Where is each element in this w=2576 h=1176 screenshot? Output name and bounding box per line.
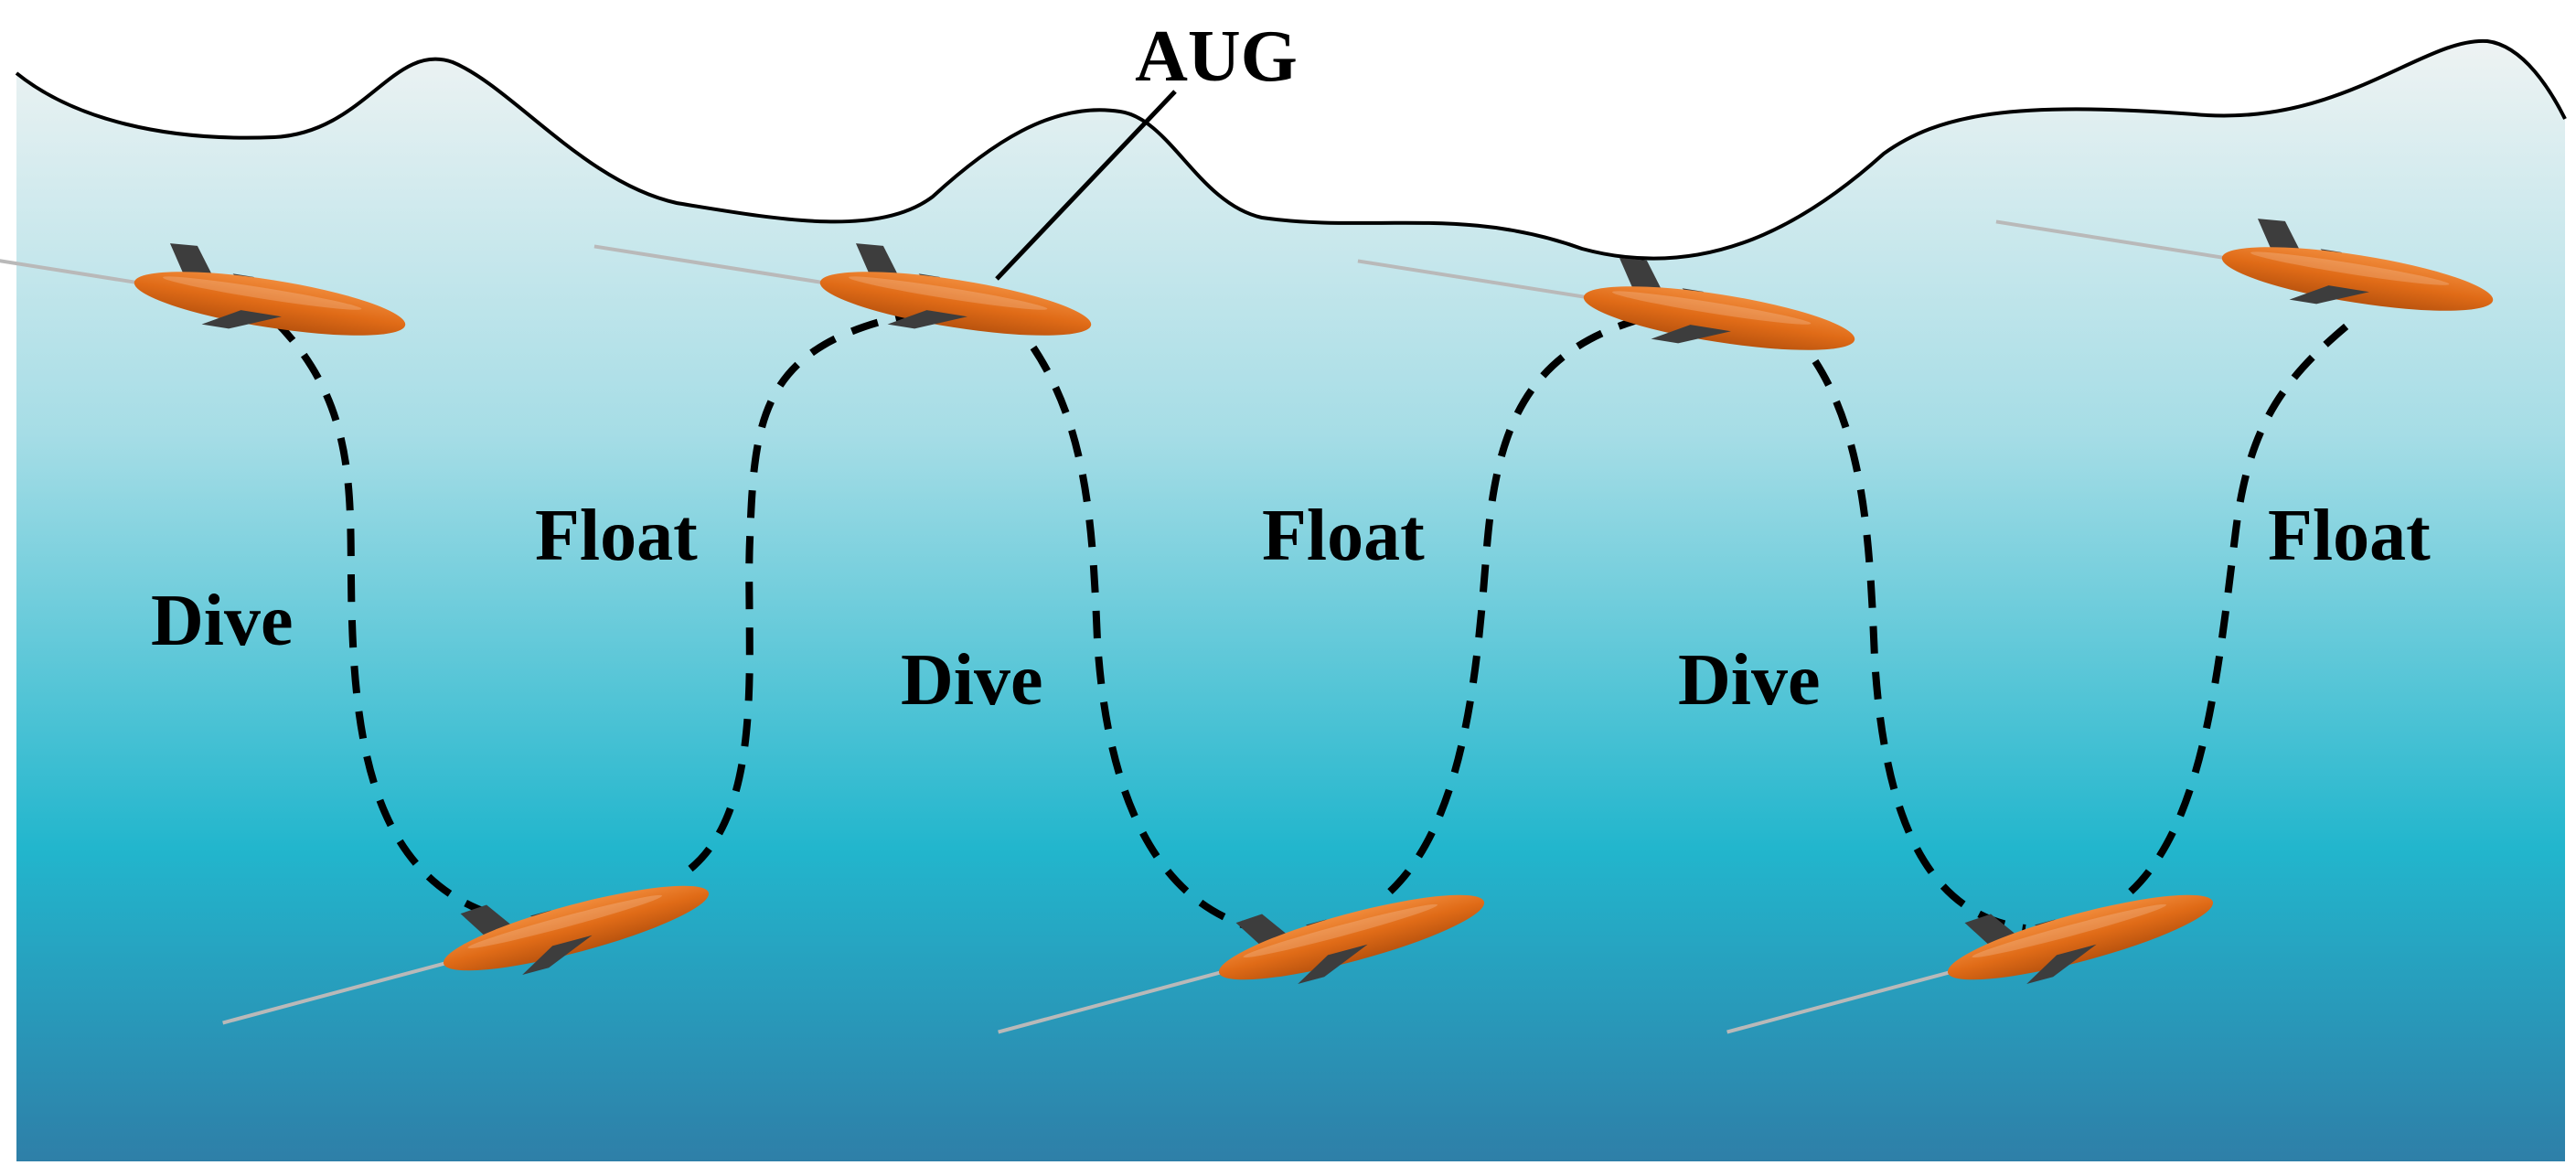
water-body <box>16 40 2565 1161</box>
dive-trajectory-3 <box>1812 358 2026 932</box>
dive-label-3: Dive <box>1678 640 1821 721</box>
float-label-3: Float <box>2268 496 2431 576</box>
float-trajectory-3 <box>2128 312 2362 894</box>
dive-trajectory-2 <box>1030 345 1277 936</box>
dive-label-2: Dive <box>901 640 1043 721</box>
aug-label: AUG <box>1135 16 1298 97</box>
float-label-2: Float <box>1262 496 1425 576</box>
float-trajectory-2 <box>1387 312 1656 894</box>
aug-callout-line <box>995 90 1177 281</box>
float-trajectory-1 <box>688 312 906 872</box>
dive-trajectory-1 <box>272 317 509 923</box>
dive-label-1: Dive <box>151 581 294 661</box>
sea-surface-line <box>15 38 2567 261</box>
float-label-1: Float <box>535 496 698 576</box>
